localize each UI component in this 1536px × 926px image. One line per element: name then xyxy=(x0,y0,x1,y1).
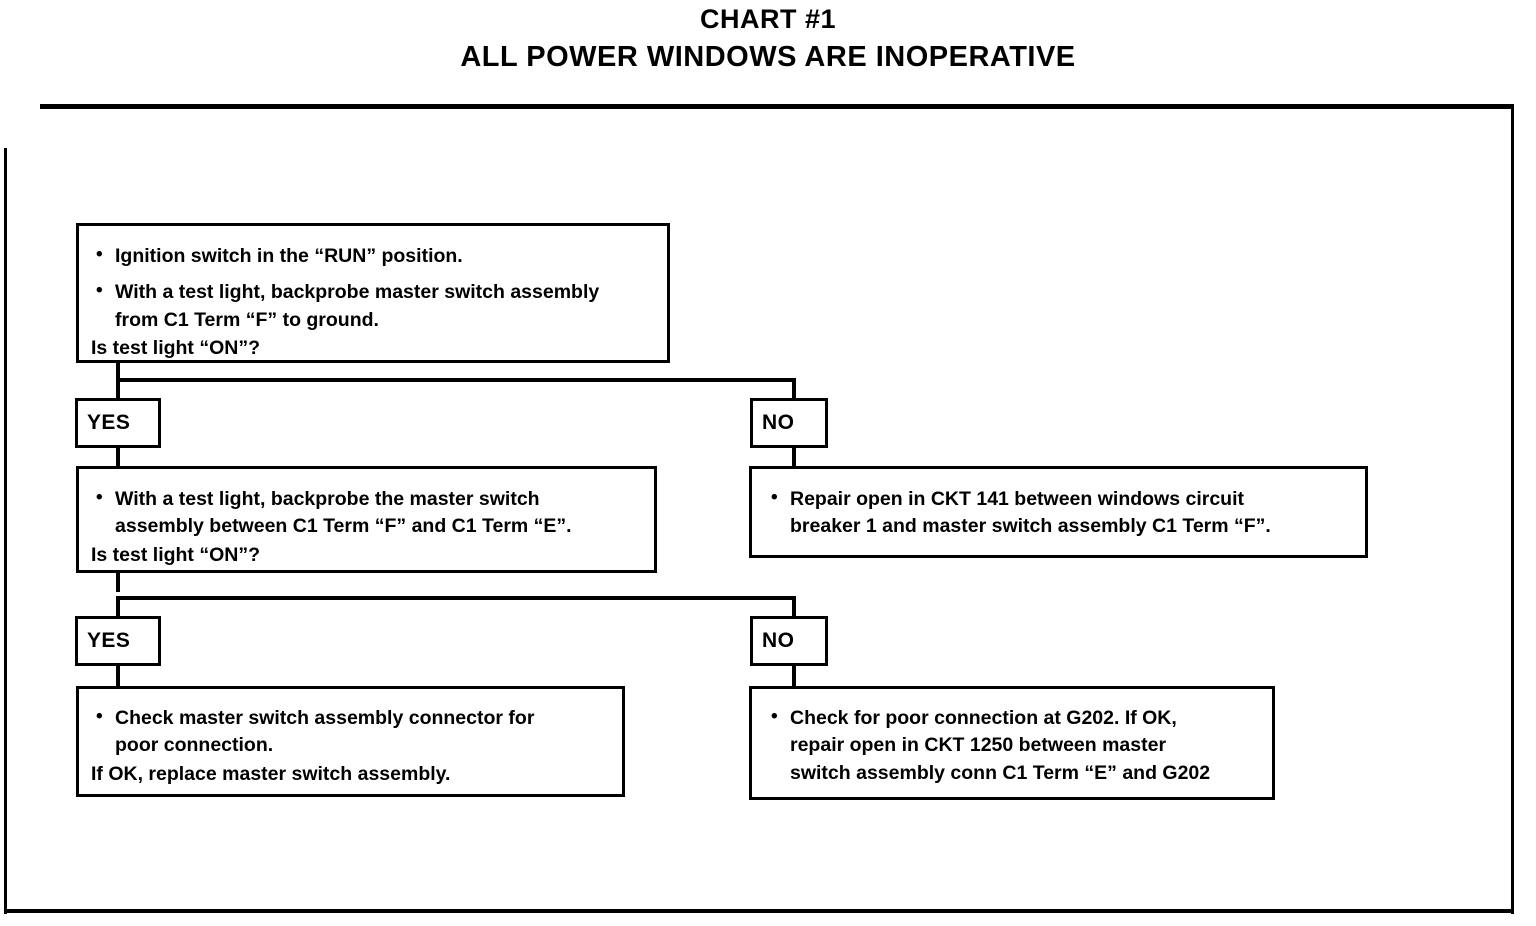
check-connector-bullet-1: Check master switch assembly connector f… xyxy=(91,704,608,760)
frame-right-border xyxy=(1511,106,1514,914)
flow-box-check-g202: Check for poor connection at G202. If OK… xyxy=(749,686,1275,800)
branch-label-no-1-text: NO xyxy=(762,411,795,434)
flow-box-step2: With a test light, backprobe the master … xyxy=(76,466,657,573)
connector-yes2-to-check-connector xyxy=(116,665,120,687)
frame-left-border xyxy=(4,148,7,914)
connector-no2-to-check-g202 xyxy=(792,665,796,687)
check-connector-note: If OK, replace master switch assembly. xyxy=(91,762,451,785)
page-title: CHART #1 ALL POWER WINDOWS ARE INOPERATI… xyxy=(0,4,1536,74)
step1-bullet-2: With a test light, backprobe master swit… xyxy=(91,278,653,334)
step1-bullet-1: Ignition switch in the “RUN” position. xyxy=(91,242,653,270)
connector-step1-branch-horizontal xyxy=(116,378,796,382)
branch-label-no-2: NO xyxy=(750,616,828,666)
branch-label-yes-1: YES xyxy=(75,398,161,448)
check-g202-bullet-1: Check for poor connection at G202. If OK… xyxy=(766,704,1260,787)
connector-no1-to-repair141 xyxy=(792,447,796,469)
flow-box-check-connector: Check master switch assembly connector f… xyxy=(76,686,625,797)
step1-question: Is test light “ON”? xyxy=(91,336,261,359)
frame-top-rule xyxy=(40,104,1514,109)
branch-label-no-2-text: NO xyxy=(762,629,795,652)
step2-question: Is test light “ON”? xyxy=(91,543,261,566)
step2-bullet-1: With a test light, backprobe the master … xyxy=(91,485,640,541)
connector-step2-no-drop xyxy=(792,596,796,618)
frame-bottom-border xyxy=(4,909,1514,913)
connector-step1-yes-drop xyxy=(116,378,120,400)
flow-box-repair-ckt141: Repair open in CKT 141 between windows c… xyxy=(749,466,1368,558)
connector-step2-drop xyxy=(116,572,120,592)
flow-box-step1: Ignition switch in the “RUN” position. W… xyxy=(76,223,670,363)
repair141-bullet-1: Repair open in CKT 141 between windows c… xyxy=(766,485,1351,541)
title-line-chart-number: CHART #1 xyxy=(699,4,837,34)
branch-label-yes-2: YES xyxy=(75,616,161,666)
title-line-chart-subject: ALL POWER WINDOWS ARE INOPERATIVE xyxy=(460,40,1076,73)
connector-step1-drop xyxy=(116,363,120,382)
branch-label-yes-1-text: YES xyxy=(87,411,131,434)
branch-label-yes-2-text: YES xyxy=(87,629,131,652)
connector-yes1-to-step2 xyxy=(116,447,120,469)
connector-step2-branch-horizontal xyxy=(116,596,796,600)
connector-step2-yes-drop xyxy=(116,596,120,618)
connector-step1-no-drop xyxy=(792,378,796,400)
branch-label-no-1: NO xyxy=(750,398,828,448)
